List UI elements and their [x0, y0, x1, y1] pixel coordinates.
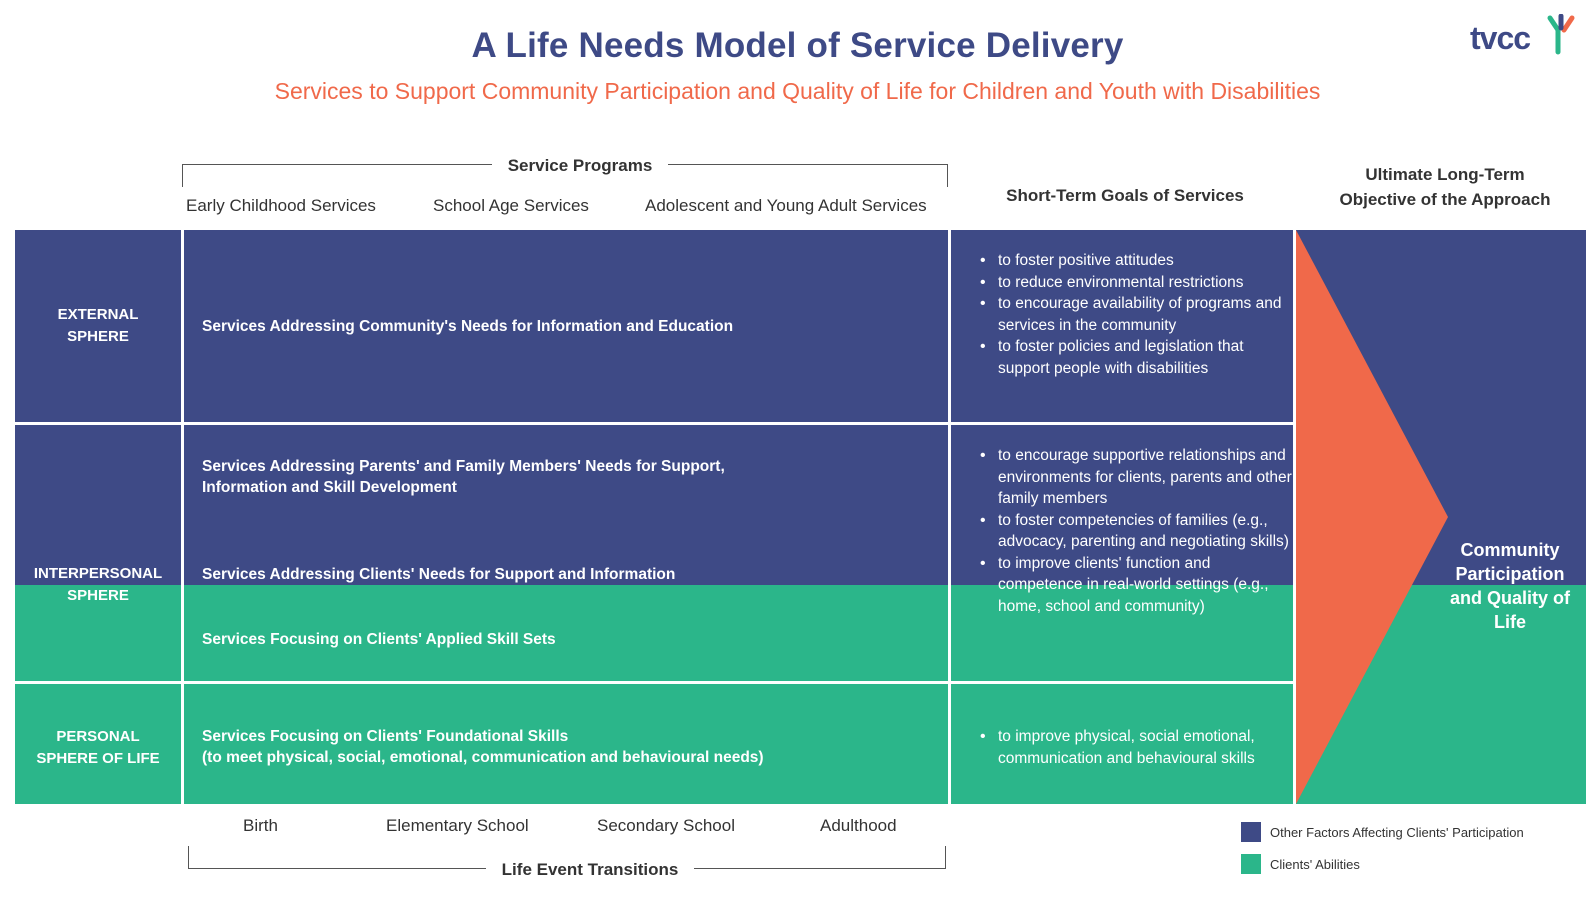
service-family-label: Services Addressing Parents' and Family …	[202, 458, 725, 496]
services-interpersonal-cell-top	[184, 425, 948, 585]
program-early-childhood: Early Childhood Services	[186, 196, 376, 215]
ultimate-objective-header: Ultimate Long-Term Objective of the Appr…	[1339, 165, 1551, 209]
service-programs-label: Service Programs	[480, 156, 680, 176]
legend-green-label: Clients' Abilities	[1270, 857, 1360, 872]
tvcc-logo: tvcc	[1470, 12, 1580, 62]
external-sphere-label: EXTERNAL SPHERE	[57, 306, 139, 345]
service-clients-support-label: Services Addressing Clients' Needs for S…	[202, 566, 676, 583]
logo-text: tvcc	[1470, 20, 1531, 56]
external-sphere-cell	[15, 230, 181, 422]
personal-sphere-cell	[15, 684, 181, 804]
page-subtitle: Services to Support Community Participat…	[274, 78, 1321, 104]
goals-external-list: to foster positive attitudes to reduce e…	[976, 250, 1296, 379]
goals-interpersonal-list: to encourage supportive relationships an…	[976, 445, 1296, 617]
short-term-goals-header: Short-Term Goals of Services	[1006, 186, 1244, 205]
tvcc-logo-icon	[1547, 14, 1575, 55]
list-item: to improve physical, social emotional, c…	[980, 726, 1296, 769]
services-interpersonal-cell-bottom	[184, 585, 948, 681]
service-applied-skills-label: Services Focusing on Clients' Applied Sk…	[202, 631, 556, 648]
timeline-adulthood: Adulthood	[820, 816, 897, 835]
list-item: to foster competencies of families (e.g.…	[980, 510, 1296, 553]
timeline-birth: Birth	[243, 816, 278, 835]
list-item: to improve clients' function and compete…	[980, 553, 1296, 618]
program-adolescent: Adolescent and Young Adult Services	[645, 196, 927, 215]
timeline-secondary: Secondary School	[597, 816, 735, 835]
objective-label: Community Participation and Quality of L…	[1449, 540, 1570, 632]
timeline-elementary: Elementary School	[386, 816, 529, 835]
services-personal-cell	[184, 684, 948, 804]
interpersonal-sphere-label: INTERPERSONAL SPHERE	[33, 565, 163, 604]
page-title: A Life Needs Model of Service Delivery	[471, 26, 1124, 65]
service-community-label: Services Addressing Community's Needs fo…	[202, 318, 734, 335]
legend-navy-swatch	[1241, 822, 1261, 842]
list-item: to foster positive attitudes	[980, 250, 1296, 272]
list-item: to encourage supportive relationships an…	[980, 445, 1296, 510]
objective-arrow-shape	[1296, 230, 1448, 804]
legend-green-swatch	[1241, 854, 1261, 874]
personal-sphere-label: PERSONAL SPHERE OF LIFE	[36, 728, 160, 767]
list-item: to encourage availability of programs an…	[980, 293, 1296, 336]
service-foundational-label: Services Focusing on Clients' Foundation…	[202, 728, 764, 766]
interpersonal-sphere-cell-top	[15, 425, 181, 585]
services-external-cell	[184, 230, 948, 422]
list-item: to reduce environmental restrictions	[980, 272, 1296, 294]
legend-navy-label: Other Factors Affecting Clients' Partici…	[1270, 825, 1524, 840]
interpersonal-sphere-cell-bottom	[15, 585, 181, 681]
goals-personal-list: to improve physical, social emotional, c…	[976, 726, 1296, 769]
life-event-transitions-label: Life Event Transitions	[470, 860, 710, 880]
list-item: to foster policies and legislation that …	[980, 336, 1296, 379]
program-school-age: School Age Services	[433, 196, 589, 215]
